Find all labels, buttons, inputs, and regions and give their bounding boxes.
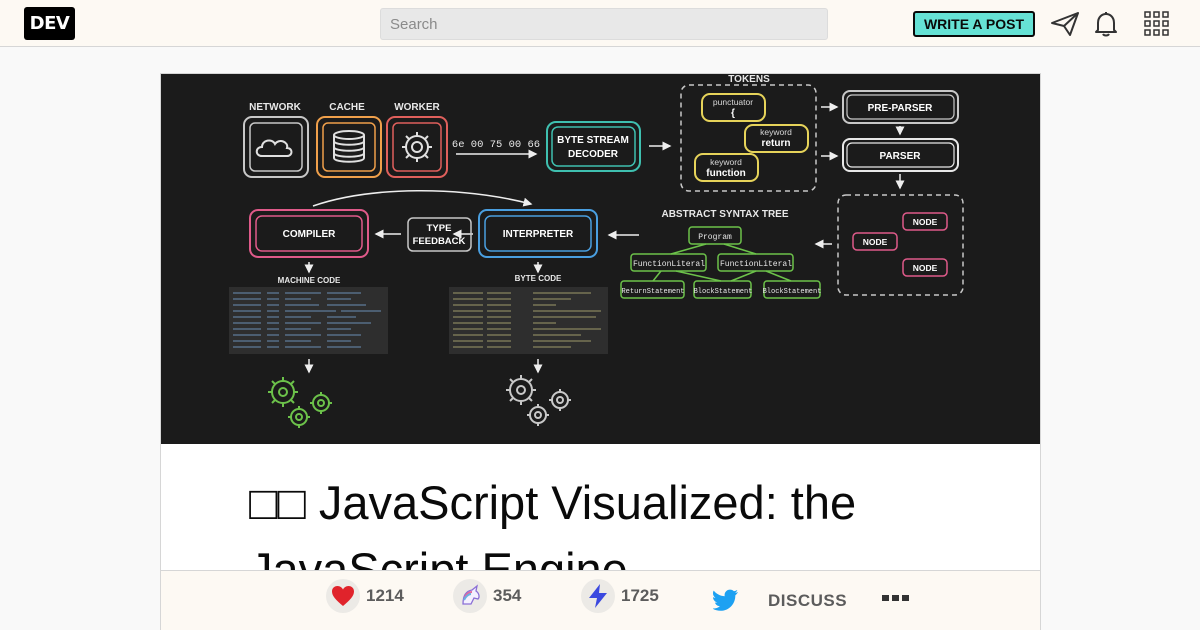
- database-icon: [333, 130, 365, 163]
- node-box: [902, 258, 948, 277]
- node-label: NODE: [913, 217, 938, 227]
- unicorn-count: 354: [493, 586, 522, 605]
- token-function: [694, 153, 759, 182]
- ast-tree: [620, 226, 821, 299]
- write-post-button[interactable]: WRITE A POST: [913, 11, 1035, 37]
- token-function-type: keyword: [710, 157, 742, 167]
- bookmark-reaction-button[interactable]: 1725: [581, 579, 659, 613]
- ast-label: ABSTRACT SYNTAX TREE: [661, 209, 788, 220]
- machine-code-panel: [229, 287, 388, 354]
- byte-code-panel: [449, 287, 608, 354]
- parser-label: PARSER: [880, 151, 922, 162]
- cloud-icon: [255, 139, 293, 157]
- unicorn-reaction-button[interactable]: 354: [453, 579, 521, 613]
- top-nav: DEV WRITE A POST: [0, 0, 1200, 47]
- machine-code-gears-icon: [268, 377, 332, 428]
- paper-plane-icon[interactable]: [1050, 10, 1080, 38]
- type-feedback-label-line1: TYPE: [427, 223, 452, 234]
- pre-parser-label: PRE-PARSER: [868, 103, 934, 114]
- search-input[interactable]: [380, 8, 828, 40]
- node-label: NODE: [913, 263, 938, 273]
- ast-return-statement: ReturnStatement: [621, 288, 684, 296]
- byte-code-label: BYTE CODE: [515, 274, 562, 283]
- token-punctuator-value: {: [731, 108, 735, 119]
- type-feedback-box: [407, 217, 472, 252]
- ast-function-literal: FunctionLiteral: [720, 260, 792, 269]
- twitter-icon[interactable]: [713, 589, 739, 611]
- token-return-type: keyword: [760, 127, 792, 137]
- machine-code-label: MACHINE CODE: [278, 276, 341, 285]
- nodes-group: [837, 194, 964, 296]
- heart-count: 1214: [366, 586, 404, 605]
- more-icon[interactable]: [881, 589, 911, 609]
- interpreter-label: INTERPRETER: [503, 229, 574, 240]
- token-punctuator-type: punctuator: [713, 97, 753, 107]
- unicorn-icon: [453, 579, 487, 613]
- worker-box: [386, 116, 448, 178]
- node-label: NODE: [863, 237, 888, 247]
- ast-block-statement: BlockStatement: [694, 288, 753, 296]
- bookmark-icon: [581, 579, 615, 613]
- pre-parser-box: [842, 90, 959, 124]
- ast-block-statement: BlockStatement: [763, 288, 822, 296]
- ast-function-literal: FunctionLiteral: [633, 260, 705, 269]
- type-feedback-label-line2: FEEDBACK: [413, 236, 466, 247]
- token-punctuator: [701, 93, 766, 122]
- compiler-label: COMPILER: [283, 229, 337, 240]
- node-box: [852, 232, 898, 251]
- dev-logo[interactable]: DEV: [24, 7, 75, 40]
- node-box: [902, 212, 948, 231]
- tokens-label: TOKENS: [728, 74, 770, 85]
- token-function-value: function: [706, 168, 745, 179]
- ast-program: Program: [698, 233, 732, 242]
- token-return-value: return: [762, 138, 791, 149]
- grid-menu-icon[interactable]: [1142, 10, 1172, 38]
- reaction-bar: 1214 354 1725 DISCUSS: [160, 570, 1041, 630]
- compiler-box: [249, 209, 369, 258]
- network-label: NETWORK: [249, 102, 301, 113]
- parser-box: [842, 138, 959, 172]
- cache-box: [316, 116, 382, 178]
- token-return: [744, 124, 809, 153]
- heart-reaction-button[interactable]: 1214: [326, 579, 404, 613]
- interpreter-box: [478, 209, 598, 258]
- worker-label: WORKER: [394, 102, 440, 113]
- network-box: [243, 116, 309, 178]
- byte-code-gears-icon: [506, 375, 571, 426]
- bell-icon[interactable]: [1091, 10, 1121, 38]
- heart-icon: [326, 579, 360, 613]
- bookmark-count: 1725: [621, 586, 659, 605]
- article-card: NETWORK CACHE WORKER 6e 00 75 0: [160, 73, 1041, 630]
- cache-label: CACHE: [329, 102, 365, 113]
- cover-image: NETWORK CACHE WORKER 6e 00 75 0: [161, 74, 1040, 444]
- byte-stream-text: 6e 00 75 00 66: [452, 139, 540, 151]
- byte-stream-decoder-box: [546, 121, 641, 172]
- discuss-link[interactable]: DISCUSS: [768, 591, 848, 610]
- gear-icon: [402, 132, 432, 162]
- decoder-label-line1: BYTE STREAM: [557, 135, 629, 146]
- decoder-label-line2: DECODER: [568, 149, 619, 160]
